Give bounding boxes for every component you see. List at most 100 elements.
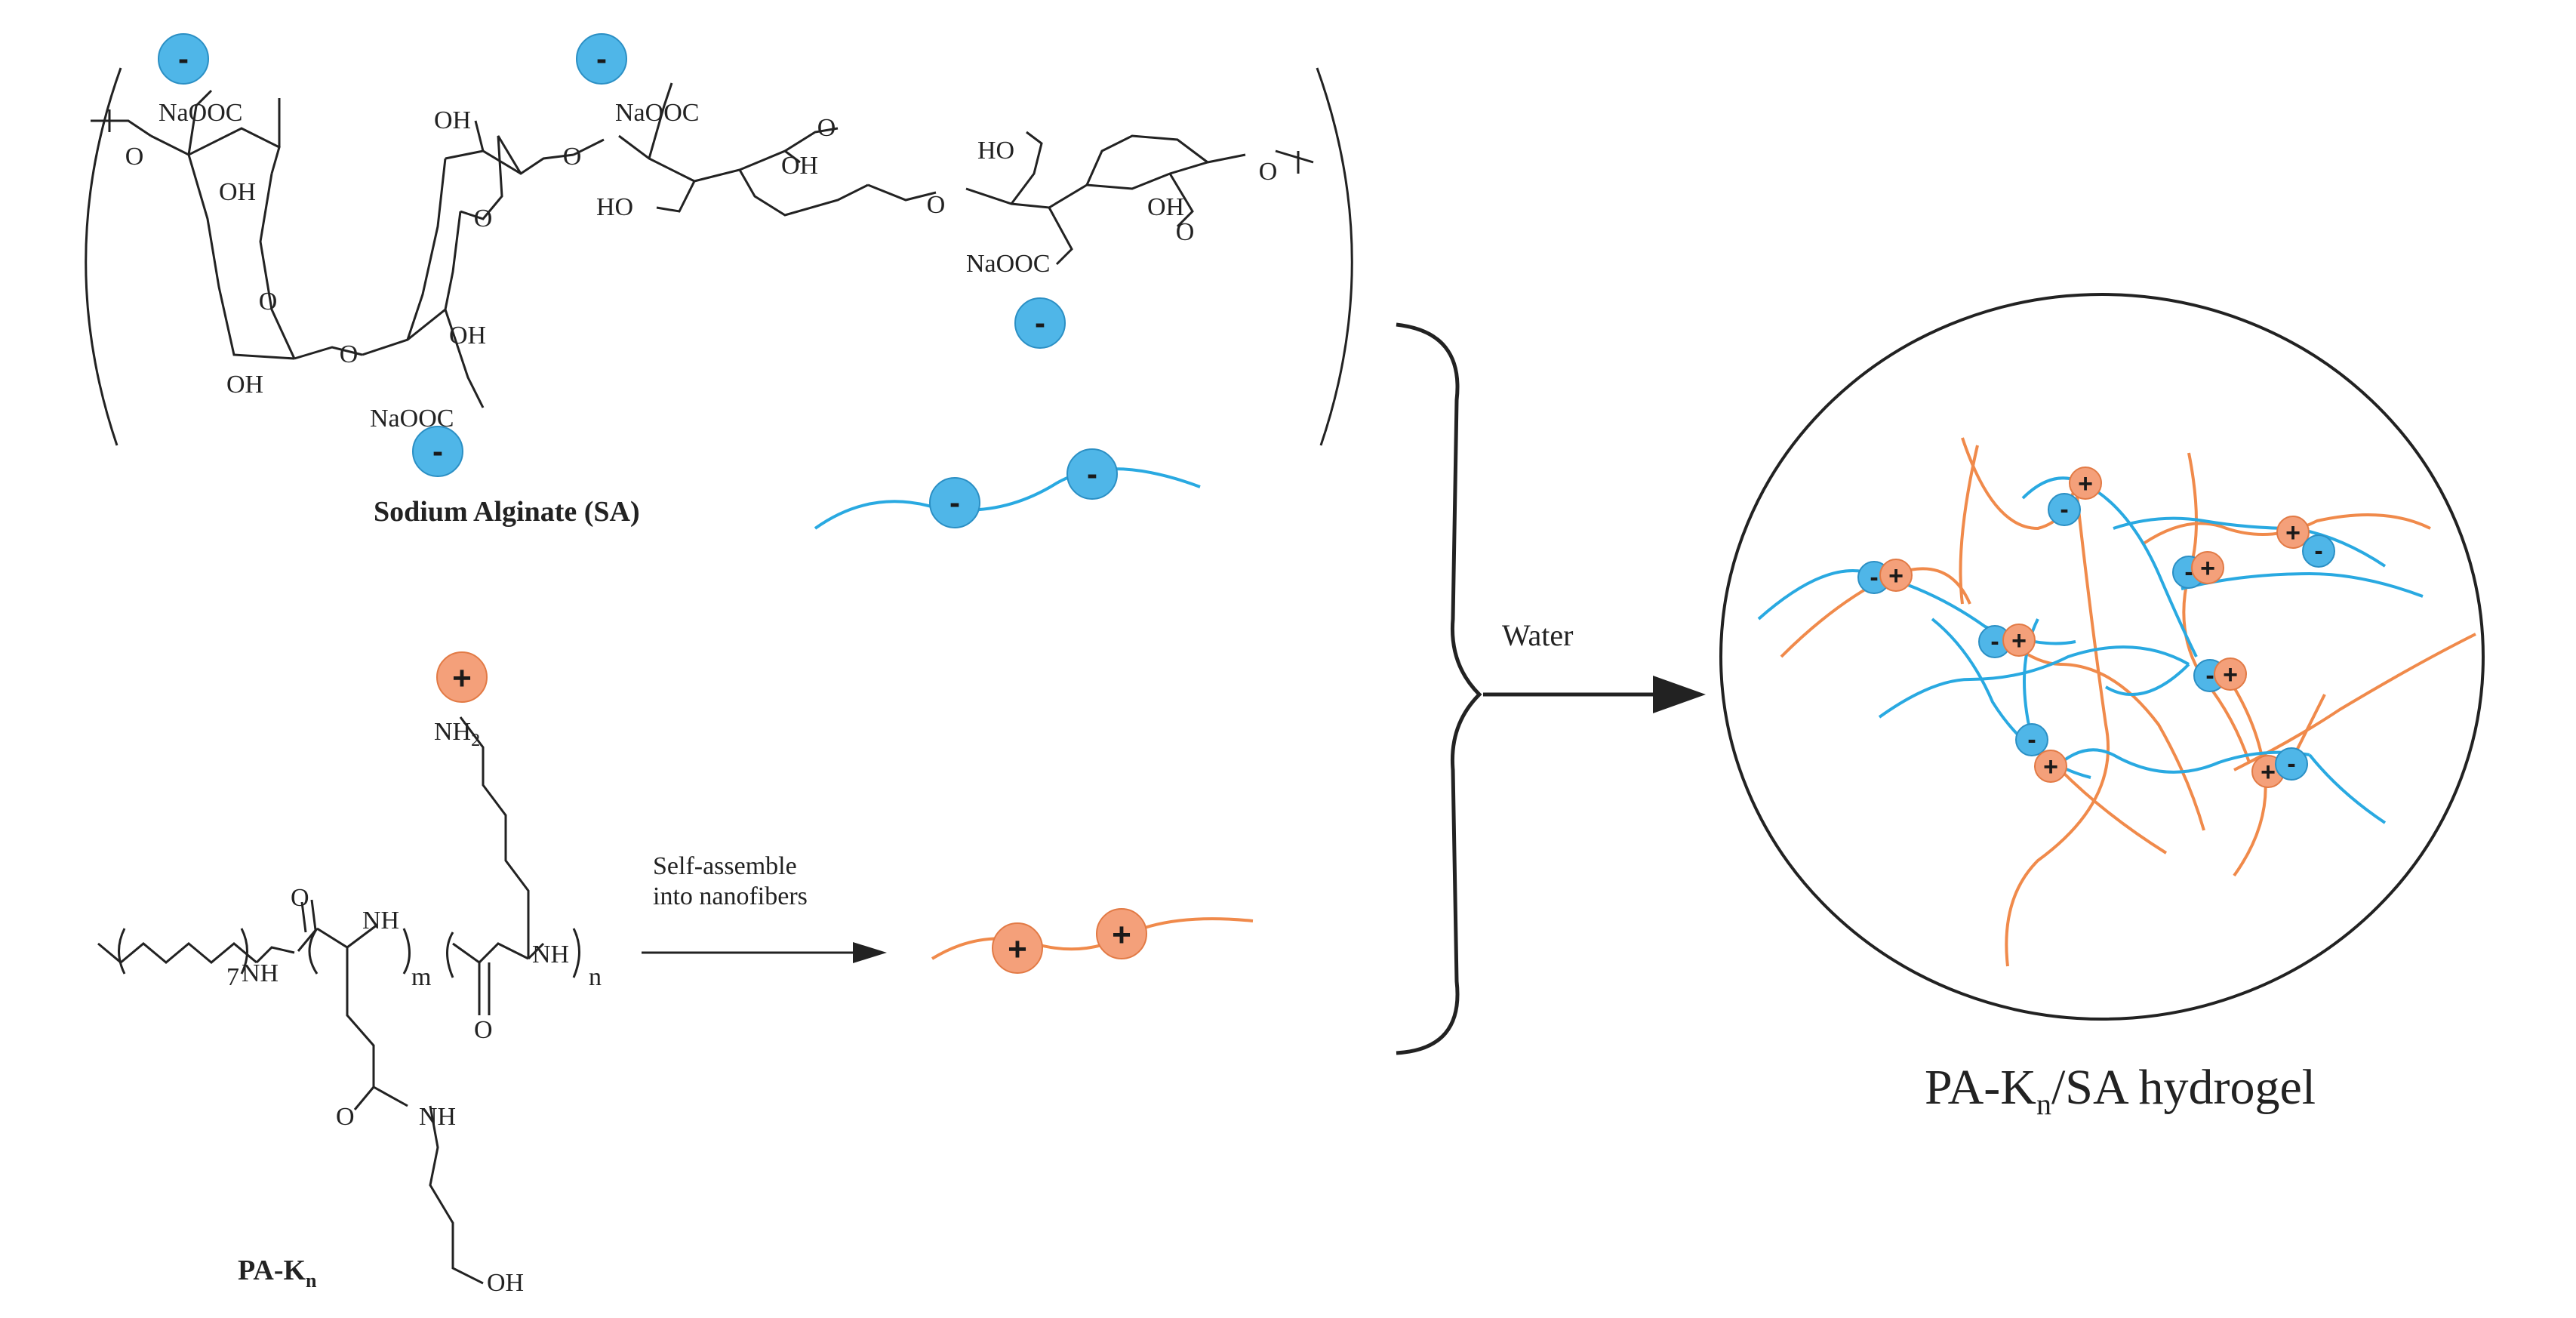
positive-charge-icon: + <box>2191 551 2224 584</box>
ring-oxygen: O <box>817 114 836 142</box>
svg-text:-: - <box>1990 627 1999 656</box>
svg-text:+: + <box>2011 627 2027 655</box>
sodium-alginate-label: Sodium Alginate (SA) <box>374 496 640 528</box>
svg-text:+: + <box>2078 470 2093 498</box>
pa-kn-structure <box>97 716 853 1285</box>
ring-oxygen: O <box>927 191 946 219</box>
ring-oxygen-labels: O O O O O O O O O <box>125 114 1278 368</box>
carbonyl-oxygen: O <box>474 1016 493 1044</box>
negative-charge-icon: - <box>412 426 463 477</box>
ring-oxygen: O <box>563 143 582 171</box>
svg-text:-: - <box>1035 305 1045 340</box>
svg-text:+: + <box>1008 931 1027 968</box>
ring-oxygen: O <box>125 143 144 171</box>
self-assemble-label-line2: into nanofibers <box>653 882 808 910</box>
svg-text:+: + <box>452 660 472 697</box>
pa-kn-label: PA-Kn <box>238 1255 317 1292</box>
alginate-charges: - - - - <box>158 33 1066 477</box>
combining-brace <box>1396 322 1482 1055</box>
negative-charge-icon: - <box>2302 534 2335 568</box>
svg-text:-: - <box>1870 563 1878 592</box>
negative-charge-icon: - <box>158 33 209 85</box>
svg-text:-: - <box>2314 537 2322 565</box>
positive-charge-icon: + <box>2034 750 2067 783</box>
carbonyl-oxygen: O <box>291 884 309 912</box>
negative-charge-icon: - <box>2048 493 2081 526</box>
pa-chain-schematic: + + <box>931 908 1254 974</box>
svg-text:+: + <box>2223 661 2238 689</box>
amide-nh-label: NH <box>419 1103 456 1131</box>
water-arrow-head <box>1653 676 1706 713</box>
hydroxyl-label: OH <box>1147 193 1184 221</box>
svg-text:-: - <box>432 433 443 469</box>
hydrogel-charges: - + - + - + + - - + - + - + + - <box>1857 467 2335 788</box>
svg-text:-: - <box>2287 750 2295 778</box>
negative-charge-icon: - <box>2275 747 2308 781</box>
svg-text:+: + <box>1888 562 1904 590</box>
negative-charge-icon: - <box>2015 723 2048 756</box>
naooc-label: NaOOC <box>966 250 1050 278</box>
svg-text:-: - <box>949 485 960 520</box>
ring-oxygen: O <box>1176 218 1195 246</box>
self-assemble-label-line1: Self-assemble <box>653 852 797 880</box>
hydroxyl-label: HO <box>977 137 1014 165</box>
svg-text:-: - <box>2184 558 2193 587</box>
alginate-left-bracket <box>85 67 122 446</box>
negative-charge-icon: - <box>1066 448 1118 500</box>
hydroxyl-label: OH <box>226 371 263 399</box>
svg-text:-: - <box>2027 725 2036 754</box>
negative-charge-icon: - <box>576 33 627 85</box>
subscript-n: n <box>589 963 602 991</box>
alginate-right-bracket <box>1316 67 1353 446</box>
svg-text:+: + <box>2043 753 2058 781</box>
positive-charge-icon: + <box>436 651 488 703</box>
positive-charge-icon: + <box>1096 908 1147 959</box>
carbonyl-oxygen: O <box>336 1103 355 1131</box>
svg-text:-: - <box>2060 495 2068 524</box>
positive-charge-icon: + <box>1879 559 1913 592</box>
self-assemble-arrow-head <box>853 942 887 963</box>
hydrogel-network: - + - + - + + - - + - + - + + - <box>1719 293 2485 1021</box>
svg-text:-: - <box>2205 661 2214 690</box>
positive-charge-icon: + <box>2214 657 2247 691</box>
svg-text:-: - <box>178 41 189 76</box>
svg-text:+: + <box>2285 519 2301 547</box>
alginate-group-labels: NaOOC NaOOC NaOOC NaOOC OH OH OH OH OH O… <box>158 99 1184 433</box>
hydrogel-label: PA-Kn/SA hydrogel <box>1925 1060 2316 1121</box>
svg-text:-: - <box>1087 456 1097 491</box>
amide-nh-label: NH <box>532 941 569 968</box>
positive-charge-icon: + <box>992 922 1043 974</box>
hydroxyl-label: OH <box>781 152 818 180</box>
hydroxyl-label: OH <box>487 1269 524 1297</box>
hydroxyl-label: HO <box>596 193 633 221</box>
svg-text:+: + <box>2200 554 2215 583</box>
svg-text:+: + <box>2261 758 2276 787</box>
amine-label: NH2 <box>434 718 480 750</box>
amide-nh-label: NH <box>362 907 399 935</box>
ring-oxygen: O <box>340 340 359 368</box>
ring-oxygen: O <box>259 288 278 316</box>
negative-charge-icon: - <box>929 477 980 528</box>
svg-text:-: - <box>596 41 607 76</box>
naooc-label: NaOOC <box>158 99 242 127</box>
positive-charge-icon: + <box>2002 624 2036 657</box>
positive-charge-icon: + <box>2069 467 2102 500</box>
sa-chain-schematic: - - <box>814 448 1201 530</box>
subscript-7: 7 <box>226 963 239 991</box>
amide-nh-label: NH <box>242 959 279 987</box>
positive-charge-icon: + <box>2276 516 2310 549</box>
hydrogel-boundary <box>1719 293 2485 1021</box>
naooc-label: NaOOC <box>615 99 699 127</box>
negative-charge-icon: - <box>1014 297 1066 349</box>
subscript-m: m <box>411 963 431 991</box>
hydroxyl-label: OH <box>434 106 471 134</box>
ring-oxygen: O <box>1259 158 1278 186</box>
svg-text:+: + <box>1112 916 1131 953</box>
pa-kn-group-labels: NH2 NH NH NH NH 7 m n O O O OH <box>226 718 602 1297</box>
positive-charge-icon: + <box>2251 755 2285 788</box>
hydroxyl-label: OH <box>449 322 486 350</box>
water-label: Water <box>1502 618 1574 652</box>
hydroxyl-label: OH <box>219 178 256 206</box>
ring-oxygen: O <box>474 205 493 232</box>
